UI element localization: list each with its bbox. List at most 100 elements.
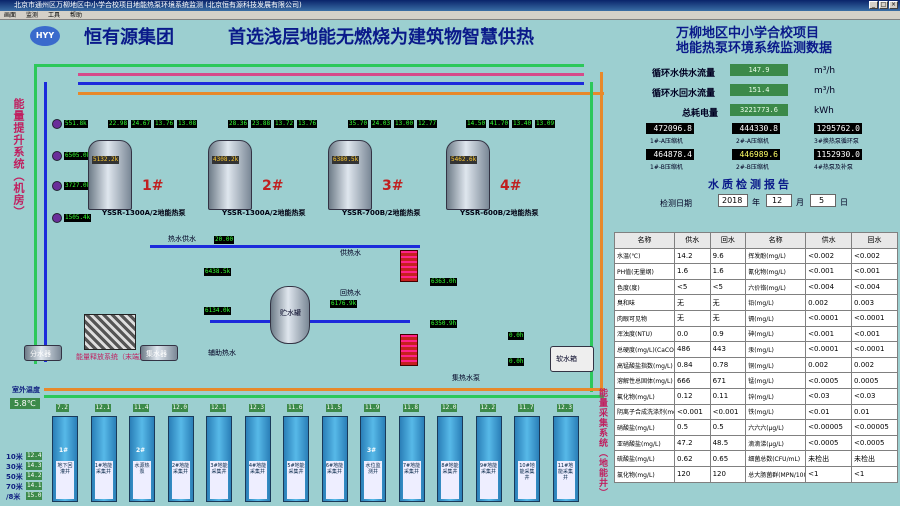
- supply-flow-value: 147.9: [730, 64, 788, 76]
- year-field[interactable]: 2018: [718, 194, 748, 207]
- hot-supply-label: 热水供水: [168, 235, 196, 243]
- orange-pipe: [78, 92, 604, 95]
- return-flow-label: 循环水回水流量: [652, 89, 716, 99]
- heatpump-temp: 13.00: [394, 120, 415, 128]
- well-temp: 12.0: [441, 404, 458, 412]
- minimize-button[interactable]: _: [869, 1, 878, 9]
- maximize-button[interactable]: □: [879, 1, 888, 9]
- window-titlebar: 北京市通州区万柳地区中小学合校项目地能热泵环境系统监测 (北京恒有源科技发展有限…: [0, 0, 900, 11]
- geo-well[interactable]: 4#地能采集井: [244, 416, 271, 502]
- heatpump-model: YSSR-700B/2地能热泵: [342, 209, 421, 217]
- table-cell: 486: [673, 341, 711, 358]
- menu-item-monitor[interactable]: 监测: [26, 12, 39, 19]
- table-cell: 水温(℃): [614, 247, 675, 265]
- table-cell: 0.002: [805, 356, 853, 374]
- close-button[interactable]: ×: [889, 1, 898, 9]
- table-cell: 0.78: [709, 356, 747, 374]
- company-logo: HYY: [30, 26, 60, 46]
- heatpump-temp: 24.67: [131, 120, 152, 128]
- month-field[interactable]: 12: [766, 194, 792, 207]
- table-cell: 铅(mg/L): [745, 294, 807, 311]
- table-cell: 0.11: [709, 387, 747, 405]
- heatpump-model: YSSR-1300A/2地能热泵: [222, 209, 306, 217]
- table-cell: 砷(mg/L): [745, 325, 807, 343]
- table-cell: 无: [673, 294, 711, 311]
- outdoor-temp-label: 室外温度: [12, 386, 40, 394]
- collector-tank: [140, 345, 178, 361]
- table-cell: 0.002: [851, 356, 898, 374]
- geo-well[interactable]: 2#地能采集井: [167, 416, 194, 502]
- menu-item-help[interactable]: 帮助: [70, 12, 83, 19]
- day-field[interactable]: 5: [810, 194, 836, 207]
- bottom-manifold-hot: [44, 388, 604, 391]
- geo-well[interactable]: 8#地能采集井: [437, 416, 463, 502]
- table-cell: 120: [673, 465, 711, 483]
- table-cell: PH值(无量纲): [614, 263, 675, 280]
- geo-well[interactable]: 6#地能采集井: [321, 416, 348, 502]
- table-cell: 0.003: [851, 294, 898, 311]
- table-cell: 总大肠菌群(MPN/100mL): [745, 465, 807, 483]
- storage-label: 贮水罐: [280, 309, 301, 317]
- menu-item-screen[interactable]: 画面: [4, 12, 17, 19]
- misc-value: 6176.9k: [330, 300, 358, 308]
- company-name: 恒有源集团: [84, 27, 174, 48]
- table-cell: <0.0005: [805, 434, 853, 452]
- table-cell: 氰化物(mg/L): [745, 263, 807, 280]
- heatpump-temp: 23.88: [251, 120, 272, 128]
- table-cell: 总硬度(mg/L)(CaCO₃计): [614, 341, 675, 358]
- table-cell: <0.01: [805, 403, 853, 421]
- table-cell: <0.0001: [805, 309, 853, 327]
- pink-pipe: [78, 73, 584, 76]
- misc-value: 6134.0k: [204, 307, 232, 315]
- table-cell: <0.0001: [851, 341, 898, 358]
- geo-well[interactable]: 9#地能采集井: [475, 416, 502, 502]
- misc-value: 6363.0h: [430, 278, 458, 286]
- meter-value: 1295762.0: [814, 123, 862, 134]
- geo-well[interactable]: 10#地能采集井: [514, 416, 540, 502]
- geo-well[interactable]: 11#地能采集井: [552, 416, 579, 502]
- aux-heater-label: 辅助热水: [208, 349, 236, 357]
- side-value-3: 3727.0k: [64, 182, 92, 190]
- table-header-cell: 回水: [709, 232, 747, 249]
- table-cell: <0.004: [851, 278, 898, 296]
- well-temp: 7.2: [56, 404, 69, 412]
- depth-temp: 12.4: [26, 452, 43, 460]
- pump-icon: [52, 181, 62, 191]
- heatpump-power: 4308.2k: [212, 156, 240, 164]
- well-tag: 2#: [136, 447, 146, 454]
- table-cell: <0.0001: [851, 309, 898, 327]
- meter-value: 444330.8: [732, 123, 780, 134]
- side-value-1: 551.8k: [64, 120, 88, 128]
- menu-item-tools[interactable]: 工具: [48, 12, 61, 19]
- depth-temp: 14.1: [26, 482, 43, 490]
- table-cell: <0.00005: [805, 419, 853, 436]
- table-cell: <1: [805, 465, 853, 483]
- supply-pipe-label: 供热水: [340, 249, 361, 257]
- table-header-cell: 供水: [673, 232, 711, 249]
- well-tag: 1#: [59, 447, 69, 454]
- well-name: 11#地能采集井: [556, 461, 575, 499]
- table-cell: <0.00005: [851, 419, 898, 436]
- table-cell: 六价铬(mg/L): [745, 278, 807, 296]
- geo-well[interactable]: 1#地能采集井: [90, 416, 117, 502]
- geo-well[interactable]: 3#地能采集井: [206, 416, 232, 502]
- well-temp: 12.1: [94, 404, 111, 412]
- geo-well[interactable]: 7#地能采集井: [398, 416, 425, 502]
- well-name: 1#地能采集井: [94, 461, 113, 499]
- pump-icon: [52, 151, 62, 161]
- geo-well[interactable]: 5#地能采集井: [283, 416, 309, 502]
- table-header-cell: 名称: [745, 232, 807, 249]
- meter-label: 2#-B压缩机: [736, 164, 769, 171]
- heatpump-model: YSSR-600B/2地能热泵: [460, 209, 539, 217]
- heatpump-temp: 28.36: [228, 120, 249, 128]
- heatpump-temp: 13.09: [535, 120, 556, 128]
- left-vertical-pipe-2: [44, 82, 47, 362]
